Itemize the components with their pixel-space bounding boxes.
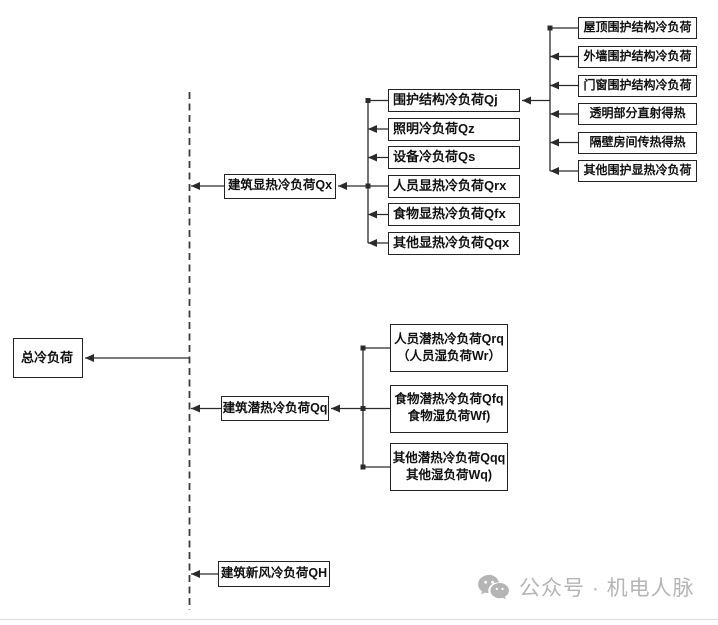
node-other-latent-qqq: 其他潜热冷负荷Qqq 其他湿负荷Wq) xyxy=(390,443,508,491)
latent-line1: 人员潜热冷负荷Qrq xyxy=(394,331,504,346)
node-other-sensible-qqx: 其他显热冷负荷Qqx xyxy=(388,231,520,255)
bottom-divider xyxy=(0,619,718,620)
node-total-cooling-load: 总冷负荷 xyxy=(13,338,83,378)
node-adjacent-room-heat-gain: 隔壁房间传热得热 xyxy=(578,131,697,154)
watermark-text: 公众号 · 机电人脉 xyxy=(519,577,695,600)
node-envelope-load-qj: 围护结构冷负荷Qj xyxy=(388,89,520,112)
latent-line2: 其他湿负荷Wq) xyxy=(405,467,493,482)
node-fresh-air-qh: 建筑新风冷负荷QH xyxy=(218,561,330,587)
latent-line2: （人员湿负荷Wr） xyxy=(397,348,501,363)
node-building-sensible-qx: 建筑显热冷负荷Qx xyxy=(224,173,336,199)
latent-line2: 食物湿负荷Wf) xyxy=(407,409,491,423)
node-building-latent-qq: 建筑潜热冷负荷Qq xyxy=(221,396,329,421)
node-food-latent-qfq: 食物潜热冷负荷Qfq 食物湿负荷Wf) xyxy=(390,384,508,433)
node-other-envelope-sensible: 其他围护显热冷负荷 xyxy=(578,160,697,182)
node-food-sensible-qfx: 食物显热冷负荷Qfx xyxy=(388,203,520,226)
node-occupant-latent-qrq: 人员潜热冷负荷Qrq （人员湿负荷Wr） xyxy=(390,324,508,372)
node-transparent-solar-gain: 透明部分直射得热 xyxy=(578,103,697,125)
watermark: 公众号 · 机电人脉 xyxy=(477,572,695,602)
node-equipment-load-qs: 设备冷负荷Qs xyxy=(388,146,520,169)
latent-line1: 其他潜热冷负荷Qqq xyxy=(392,450,506,465)
node-door-window-envelope: 门窗围护结构冷负荷 xyxy=(578,74,697,97)
node-roof-envelope: 屋顶围护结构冷负荷 xyxy=(578,17,697,39)
node-exterior-wall-envelope: 外墙围护结构冷负荷 xyxy=(578,45,697,68)
wechat-icon xyxy=(477,573,510,602)
node-occupant-sensible-qrx: 人员显热冷负荷Qrx xyxy=(388,174,520,198)
node-lighting-load-qz: 照明冷负荷Qz xyxy=(388,117,520,141)
latent-line1: 食物潜热冷负荷Qfq xyxy=(394,392,504,407)
